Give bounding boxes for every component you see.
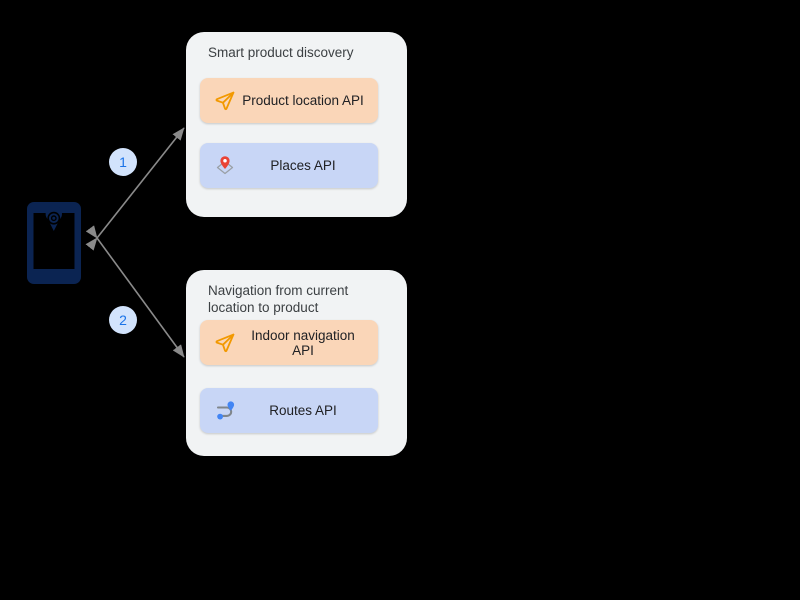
- card-title: Navigation from current location to prod…: [208, 283, 349, 315]
- map-pin-icon: [208, 149, 242, 183]
- api-pill-indoor-navigation[interactable]: Indoor navigation API: [200, 320, 378, 365]
- card-title: Smart product discovery: [208, 45, 354, 60]
- step-badge-1: 1: [109, 148, 137, 176]
- step-badge-2-label: 2: [119, 312, 127, 328]
- connector-step-1: [85, 127, 185, 251]
- card-navigation-from-current-location: Navigation from current location to prod…: [186, 270, 407, 456]
- route-icon: [208, 394, 242, 428]
- navigation-arrow-icon: [208, 326, 242, 360]
- step-badge-2: 2: [109, 306, 137, 334]
- api-pill-places[interactable]: Places API: [200, 143, 378, 188]
- card-smart-product-discovery: Smart product discovery Product location…: [186, 32, 407, 217]
- navigation-arrow-icon: [208, 84, 242, 118]
- api-pill-label: Product location API: [242, 93, 364, 108]
- api-pill-label: Routes API: [269, 403, 337, 418]
- connector-step-2: [85, 225, 185, 358]
- api-pill-label: Indoor navigation API: [251, 327, 355, 358]
- mobile-device-icon: [26, 201, 82, 285]
- api-pill-product-location[interactable]: Product location API: [200, 78, 378, 123]
- location-pin-target-icon: [45, 205, 62, 231]
- step-badge-1-label: 1: [119, 154, 127, 170]
- api-pill-routes[interactable]: Routes API: [200, 388, 378, 433]
- api-pill-label: Places API: [270, 158, 336, 173]
